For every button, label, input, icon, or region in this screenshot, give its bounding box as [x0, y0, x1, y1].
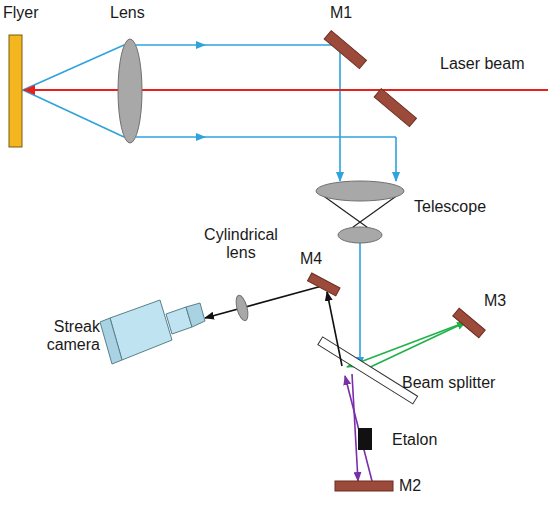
- part-label: Lens: [110, 4, 145, 22]
- part-label: M4: [300, 250, 322, 268]
- flyer-plate: [9, 35, 22, 147]
- etalon: [358, 428, 372, 450]
- part-label: Flyer: [3, 4, 39, 22]
- part-label: Telescope: [414, 198, 486, 216]
- mirror: [308, 273, 340, 296]
- part-label: M1: [330, 4, 352, 22]
- part-label: Streak camera: [4, 318, 100, 355]
- telescope: [316, 181, 404, 243]
- mirror: [324, 31, 366, 69]
- cylindrical-lens: [234, 294, 250, 322]
- delay-beam: [345, 374, 372, 481]
- streak-camera: [100, 300, 205, 364]
- part-label: M2: [399, 477, 421, 495]
- part-label: Cylindrical lens: [196, 226, 286, 263]
- probe-beam: [23, 45, 396, 366]
- lens: [118, 39, 142, 143]
- part-label: Beam splitter: [402, 374, 495, 392]
- part-label: Etalon: [392, 431, 437, 449]
- part-label: M3: [484, 292, 506, 310]
- output-beam: [205, 286, 342, 366]
- mirror: [374, 89, 416, 127]
- part-label: Laser beam: [440, 55, 525, 73]
- beam-splitter: [318, 337, 418, 404]
- mirror: [335, 481, 393, 491]
- mirror: [453, 308, 485, 338]
- laser-beam: [24, 89, 548, 91]
